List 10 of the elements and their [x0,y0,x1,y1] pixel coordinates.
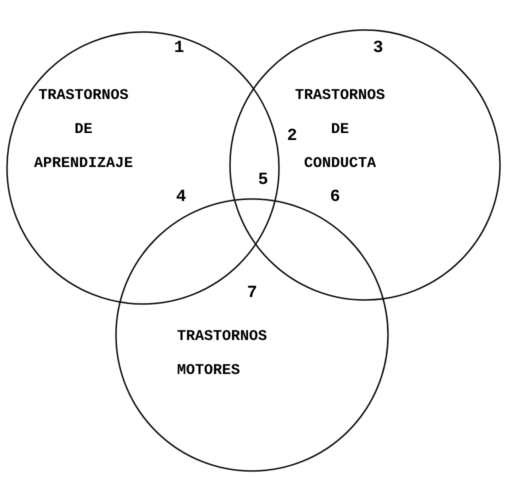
region-number: 6 [330,188,340,208]
set-label: TRASTORNOS DE CONDUCTA [295,86,386,174]
set-label: TRASTORNOS DE APRENDIZAJE [34,86,134,174]
region-number: 4 [176,188,186,208]
set-label: TRASTORNOS MOTORES [177,327,268,381]
region-number: 1 [174,39,184,59]
region-number: 5 [258,171,268,191]
region-number: 2 [287,127,298,147]
region-number: 7 [247,284,258,304]
region-number: 3 [373,39,384,59]
